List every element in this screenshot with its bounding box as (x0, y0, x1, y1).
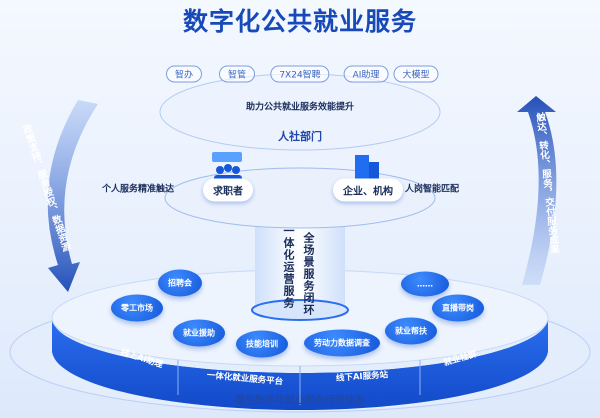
bubble-more: …… (401, 271, 449, 297)
building-icon (355, 155, 379, 183)
pillar-col2: 全场景服务闭环 (302, 232, 315, 316)
pill-smart-office: 智办 (165, 65, 203, 83)
pill-smart-manage: 智管 (218, 65, 256, 83)
pill-24h-recruit: 7X24智聘 (270, 65, 330, 83)
bubble-skill-training: 技能培训 (236, 330, 288, 358)
pill-large-model: 大模型 (393, 65, 439, 83)
pill-ai-assistant: AI助理 (343, 65, 389, 83)
pillar (255, 215, 345, 310)
right-arrow (517, 96, 557, 285)
bubble-gig-market: 零工市场 (111, 294, 163, 322)
bubble-employment-support: 就业帮扶 (385, 317, 437, 345)
base-label: 德生数字化就业服务运营体系 (235, 395, 365, 407)
node-job-seeker: 求职者 (203, 178, 253, 202)
pillar-col1: 一体化运营服务 (282, 225, 295, 309)
right-caption: 人岗智能匹配 (404, 184, 460, 195)
bubble-job-fair: 招聘会 (158, 269, 202, 297)
bubble-employment-aid: 就业援助 (173, 319, 225, 347)
left-caption: 个人服务精准触达 (101, 184, 175, 195)
left-arrow (47, 100, 98, 292)
bubble-live-recruit: 直播带岗 (432, 294, 484, 322)
top-subtitle: 助力公共就业服务效能提升 (245, 102, 355, 113)
page-title: 数字化公共就业服务 (182, 7, 418, 36)
top-label: 人社部门 (278, 130, 322, 143)
node-enterprise: 企业、机构 (333, 178, 403, 202)
job-seeker-icon (212, 152, 242, 181)
bubble-labor-survey: 劳动力数据调查 (304, 329, 380, 357)
